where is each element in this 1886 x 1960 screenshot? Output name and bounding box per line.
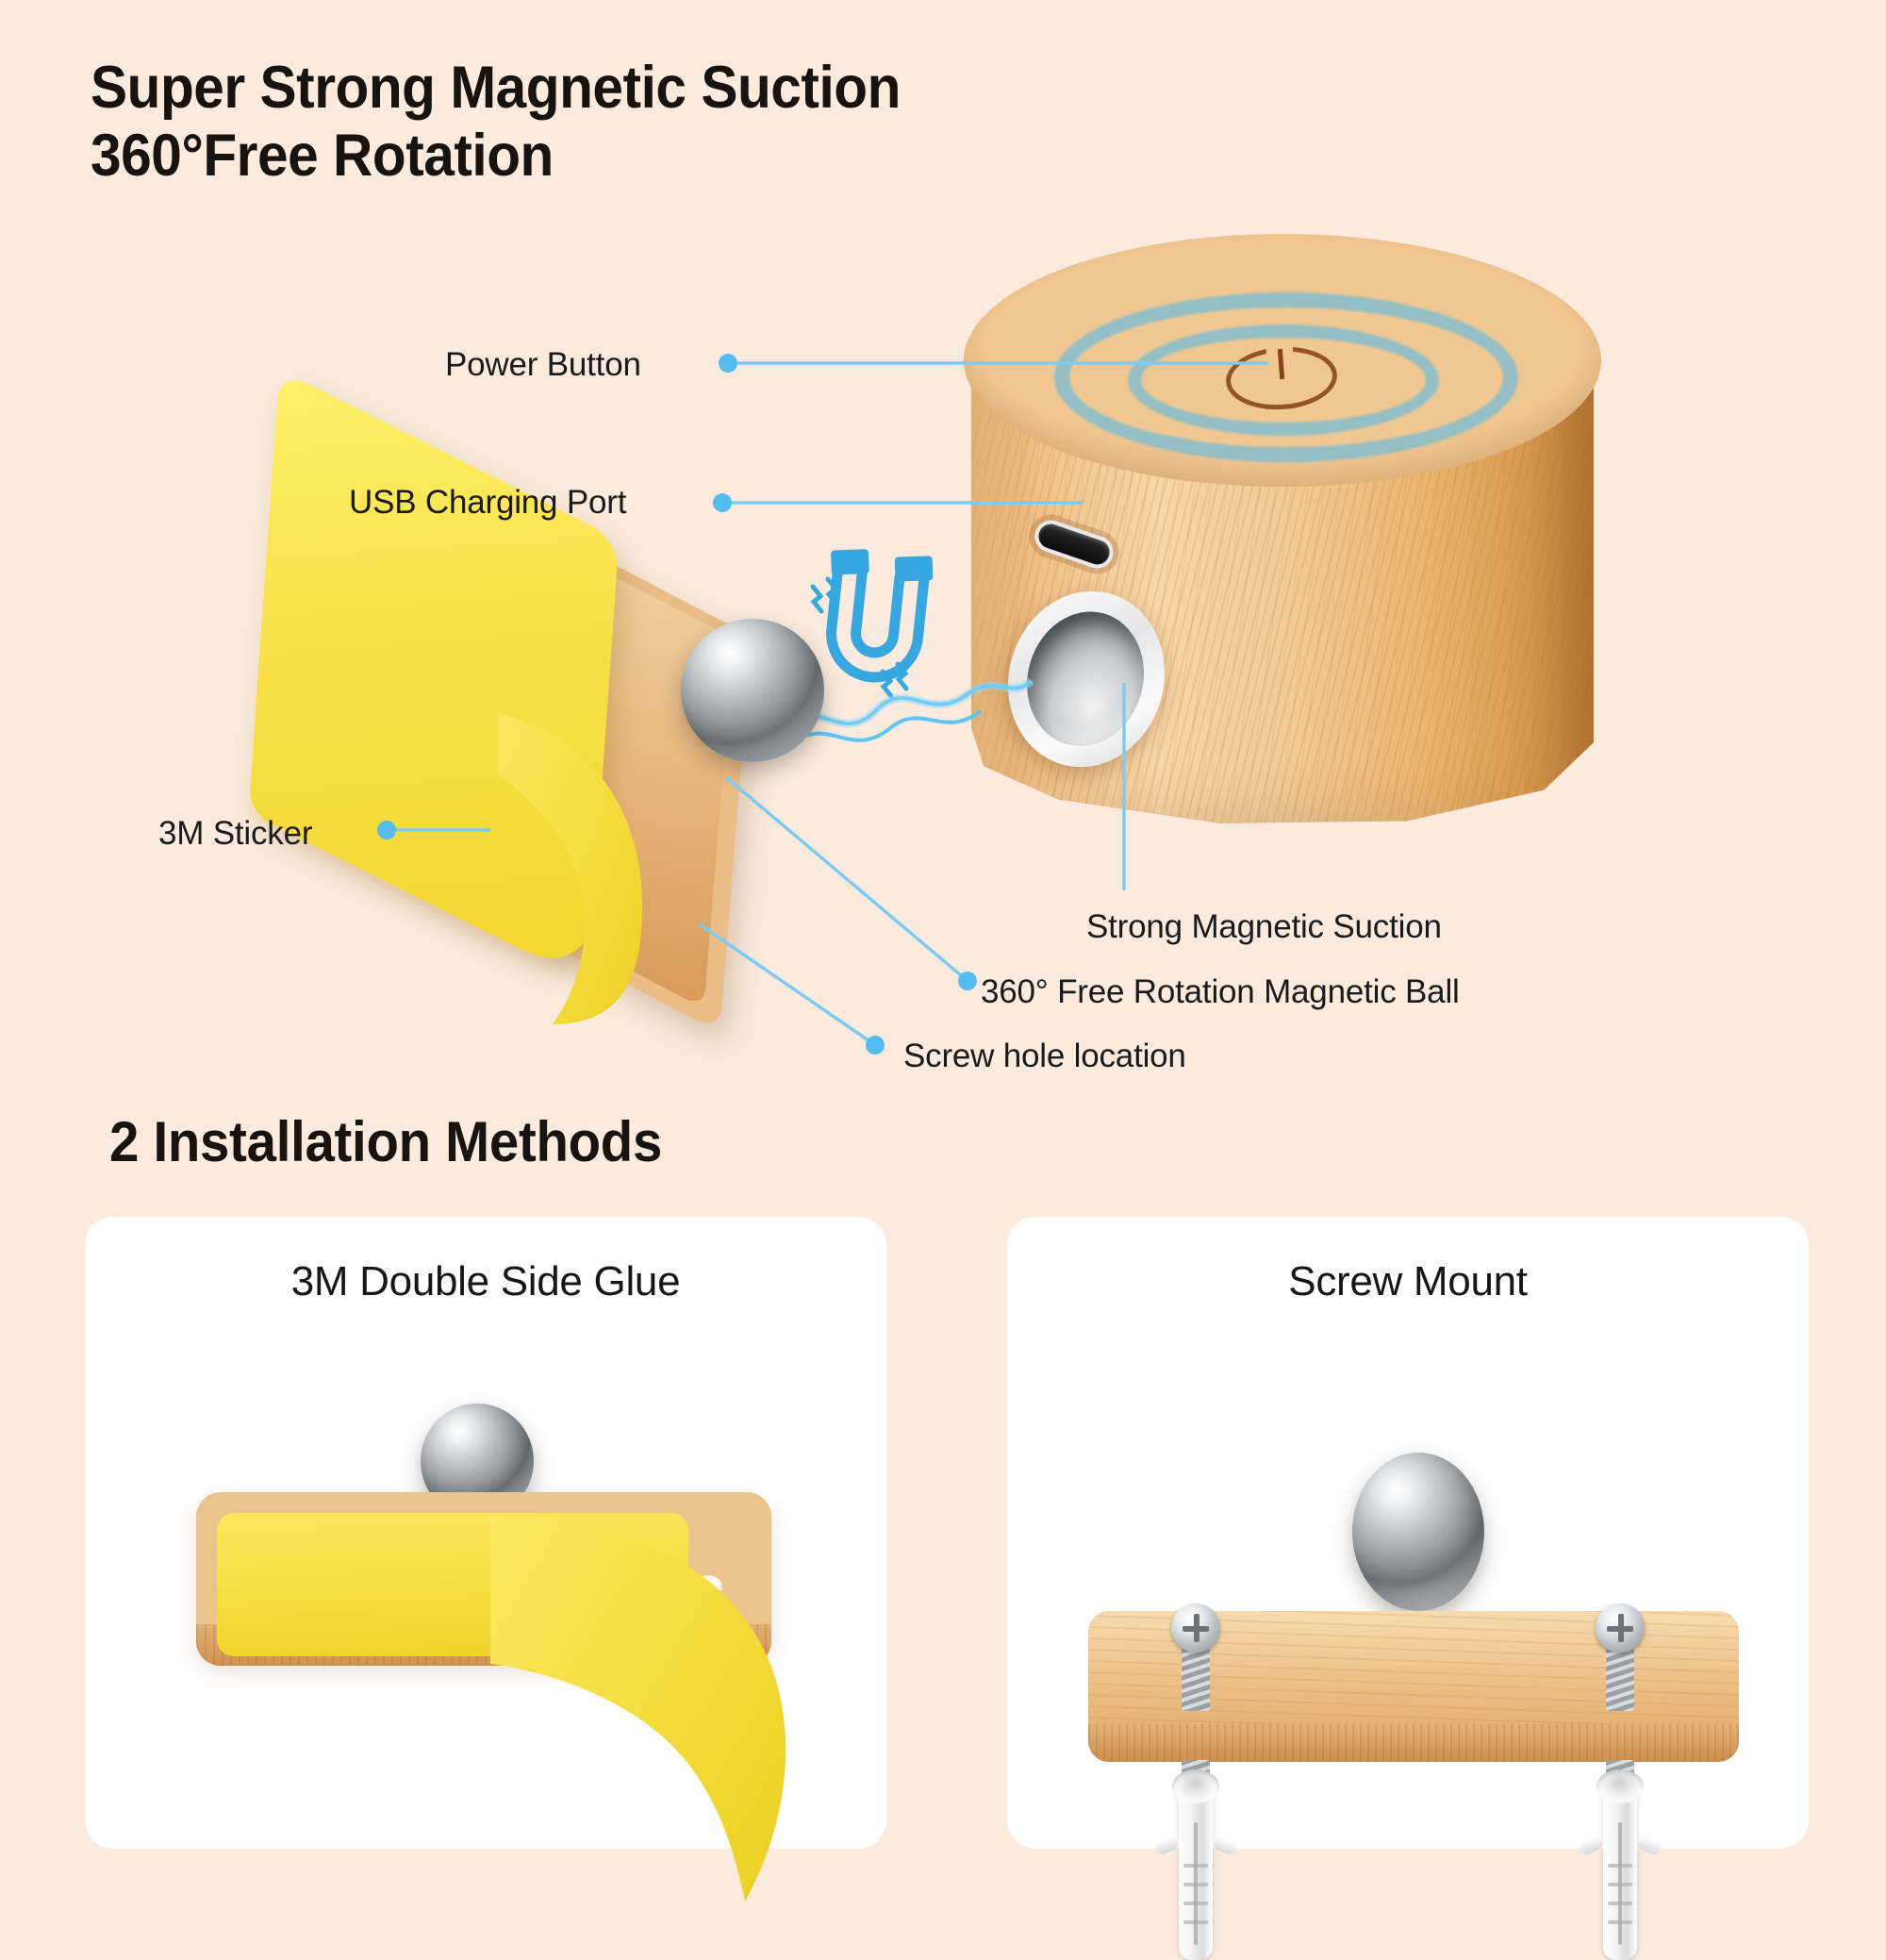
callout-label-usb-port: USB Charging Port <box>349 484 627 521</box>
callout-label-3m-sticker: 3M Sticker <box>158 815 313 852</box>
wall-anchor-icon <box>1578 1762 1663 1960</box>
card-title-screw: Screw Mount <box>1288 1258 1528 1304</box>
chrome-ball-icon <box>681 619 824 762</box>
3m-sticker-film <box>248 370 620 983</box>
callout-label-power-button: Power Button <box>445 346 641 383</box>
screw-head-icon <box>1171 1603 1220 1653</box>
callout-dot-power <box>719 354 737 373</box>
callout-dot-screw-hole <box>866 1036 885 1055</box>
bracket-sticker-assembly <box>248 370 896 1094</box>
wooden-cylinder-lamp <box>943 234 1622 894</box>
horseshoe-magnet-icon <box>790 545 960 715</box>
callout-dot-sticker <box>377 821 396 839</box>
infographic-canvas: Super Strong Magnetic Suction 360°Free R… <box>85 55 1809 1960</box>
callout-dot-usb <box>713 493 732 512</box>
wall-anchor-icon <box>1153 1762 1238 1960</box>
callout-label-magnetic-ball: 360° Free Rotation Magnetic Ball <box>981 973 1460 1010</box>
screw-head-icon <box>1596 1603 1645 1653</box>
installation-card-glue: 3M Double Side Glue <box>85 1217 886 1849</box>
card-title-glue: 3M Double Side Glue <box>290 1258 681 1304</box>
callout-dot-ball <box>958 972 977 990</box>
callout-label-magnetic-suction: Strong Magnetic Suction <box>1086 908 1442 945</box>
page-title: Super Strong Magnetic Suction 360°Free R… <box>91 55 901 189</box>
wood-plate-edge <box>1088 1724 1739 1762</box>
callout-label-screw-hole: Screw hole location <box>903 1038 1186 1074</box>
chrome-ball-icon <box>1352 1453 1484 1611</box>
installation-heading: 2 Installation Methods <box>109 1110 663 1173</box>
magnetic-socket-inner <box>1011 597 1160 760</box>
